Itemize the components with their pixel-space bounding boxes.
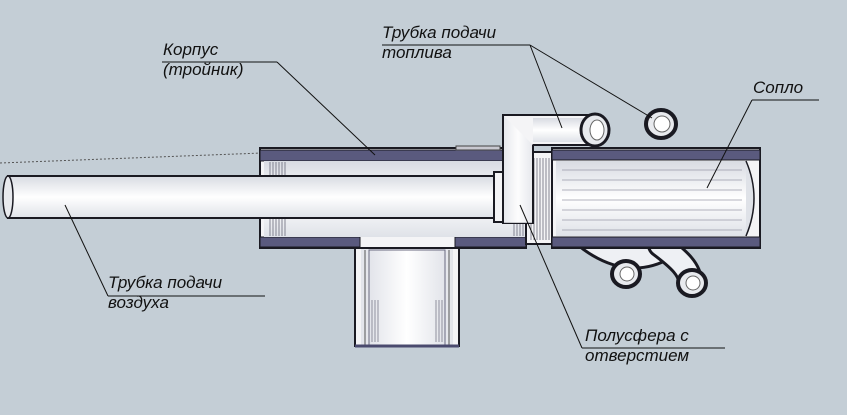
label-air-tube-line1: Трубка подачи	[108, 273, 223, 292]
label-nozzle-line1: Сопло	[753, 78, 804, 97]
label-air-tube: Трубка подачи воздуха	[108, 273, 222, 313]
label-fuel-tube-line2: топлива	[382, 43, 452, 62]
air-supply-tube	[2, 171, 507, 223]
label-body-line2: (тройник)	[163, 60, 244, 79]
label-air-tube-line2: воздуха	[108, 293, 169, 312]
label-hemisphere: Полусфера с отверстием	[585, 326, 689, 366]
label-hemisphere-line1: Полусфера с	[585, 326, 689, 345]
label-hemisphere-line2: отверстием	[585, 346, 690, 365]
nozzle	[525, 147, 761, 249]
fuel-coil-rings	[610, 108, 708, 298]
label-body-line1: Корпус	[163, 40, 219, 59]
centerline	[0, 152, 263, 164]
label-fuel-tube: Трубка подачи топлива	[382, 23, 496, 63]
leader-lines	[64, 44, 819, 349]
label-nozzle: Сопло	[753, 78, 803, 98]
label-fuel-tube-line1: Трубка подачи	[382, 23, 497, 42]
fuel-supply-tube	[502, 112, 611, 224]
label-body: Корпус (тройник)	[163, 40, 244, 80]
